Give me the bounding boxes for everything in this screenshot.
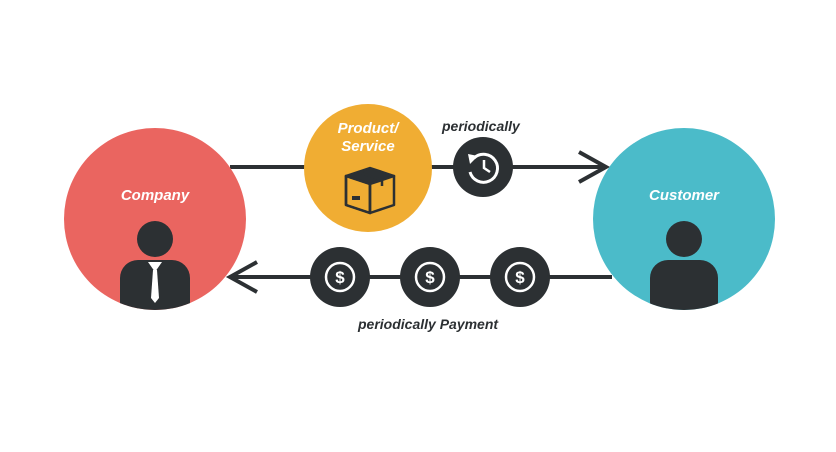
- periodically-caption: periodically: [442, 118, 520, 134]
- box-icon: [344, 166, 396, 215]
- refresh-clock-icon: [453, 137, 513, 197]
- dollar-icon: $: [310, 247, 370, 307]
- person-icon: [650, 221, 718, 310]
- svg-text:$: $: [515, 268, 525, 287]
- company-label: Company: [120, 187, 190, 204]
- payment-caption: periodically Payment: [358, 316, 499, 332]
- businessman-icon: [120, 221, 190, 310]
- payment-coins: $ $ $: [310, 247, 550, 307]
- product-label-line1: Product/: [337, 120, 399, 137]
- svg-text:$: $: [335, 268, 345, 287]
- dollar-icon: $: [490, 247, 550, 307]
- company-node: [64, 128, 246, 310]
- customer-label: Customer: [648, 187, 719, 204]
- customer-node: [593, 128, 775, 310]
- product-node: [304, 104, 432, 232]
- svg-text:$: $: [425, 268, 435, 287]
- dollar-icon: $: [400, 247, 460, 307]
- product-label-line2: Service: [341, 138, 395, 155]
